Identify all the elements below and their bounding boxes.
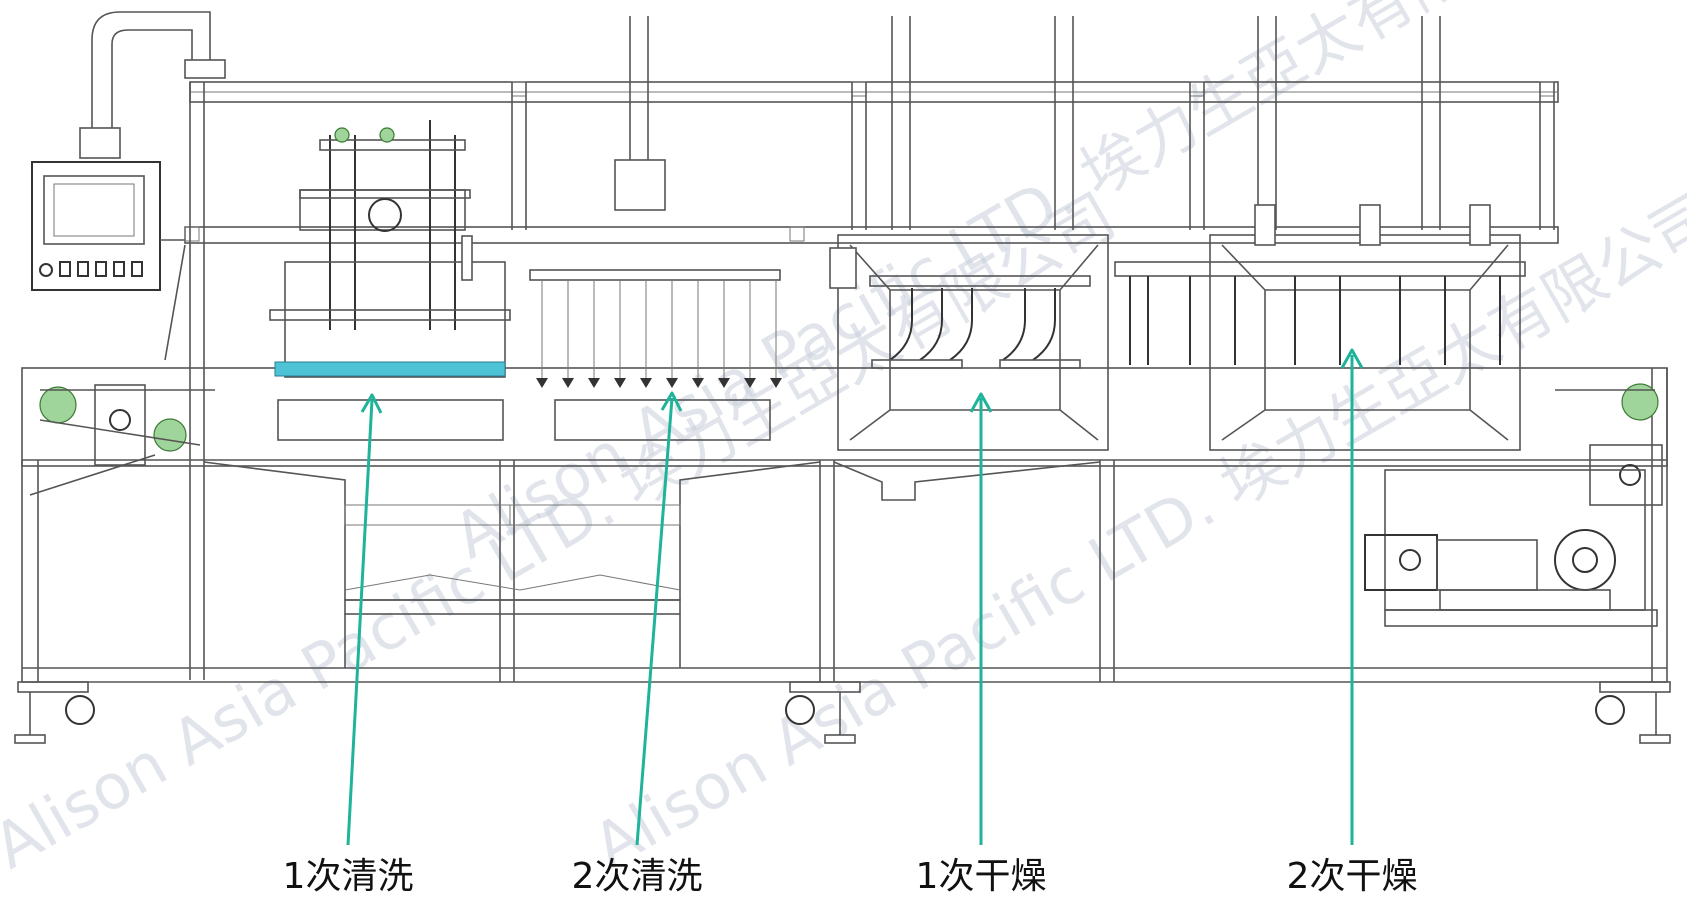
caster-left (14, 681, 95, 744)
caster-middle (785, 681, 861, 744)
machine-frame (14, 81, 1671, 744)
control-panel (31, 161, 185, 291)
label-dry1: 1次干燥 (916, 856, 1047, 896)
station-arrows (346, 348, 1364, 846)
label-dry2: 2次干燥 (1287, 856, 1418, 896)
wash2-unit (529, 16, 782, 441)
exhaust-duct (79, 11, 226, 159)
arrowhead-wash1 (360, 393, 383, 414)
arrow-wash1 (346, 399, 374, 846)
station-labels: 1次清洗 2次清洗 1次干燥 2次干燥 (283, 856, 1418, 897)
arrowhead-dry2 (1340, 348, 1364, 369)
drive-motor (1364, 469, 1658, 627)
wash1-unit (269, 120, 511, 441)
label-wash1: 1次清洗 (283, 856, 414, 896)
caster-right (1595, 681, 1671, 744)
label-wash2: 2次清洗 (572, 856, 703, 896)
arrow-wash2 (635, 397, 674, 846)
watermark-text-3: Alison Asia Pacific LTD. 埃力生亞太有限公司 (581, 179, 1687, 883)
conveyor-left (29, 244, 215, 496)
conveyor-right (1555, 383, 1663, 506)
dry2-unit (1114, 16, 1526, 451)
arrowhead-dry1 (969, 392, 993, 413)
dry1-unit (829, 16, 1109, 451)
arrowhead-wash2 (660, 391, 683, 412)
